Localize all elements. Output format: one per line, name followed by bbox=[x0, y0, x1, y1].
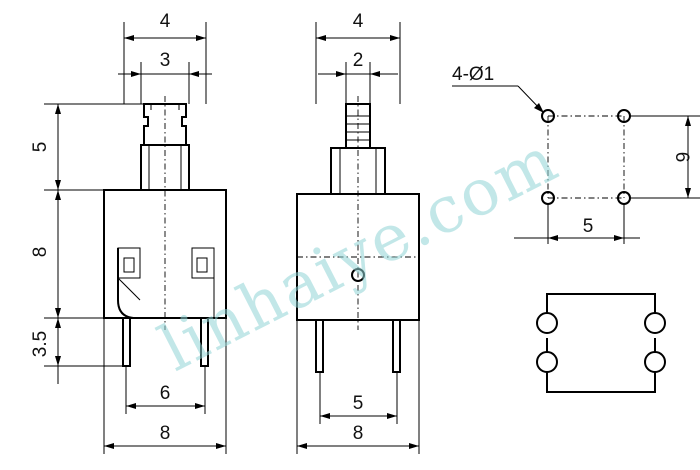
footprint-vertical-pitch-label: 6 bbox=[671, 152, 692, 163]
side-stem-width-label: 2 bbox=[353, 50, 364, 71]
side-actuator bbox=[345, 103, 371, 149]
front-stem bbox=[140, 144, 190, 191]
schematic-terminal-3 bbox=[536, 351, 558, 373]
footprint-hole-1 bbox=[541, 109, 555, 123]
front-pin-length-label: 3.5 bbox=[30, 331, 51, 357]
front-stem-height-label: 5 bbox=[30, 142, 51, 153]
front-body-height-label: 8 bbox=[30, 247, 51, 258]
front-dim-stem-width: 3 bbox=[118, 50, 212, 104]
front-dim-bottom: 6 8 bbox=[103, 318, 227, 454]
front-dim-vertical: 5 8 3.5 bbox=[30, 103, 144, 384]
schematic-terminal-1 bbox=[536, 312, 558, 334]
side-dim-bottom: 5 8 bbox=[296, 320, 420, 454]
side-dim-stem-width: 2 bbox=[318, 50, 398, 104]
side-dim-top-width: 4 bbox=[315, 11, 401, 104]
front-pin-spacing-label: 6 bbox=[160, 383, 171, 404]
side-body-width-label: 8 bbox=[353, 423, 364, 444]
front-pin-left bbox=[122, 317, 131, 367]
footprint: 4-Ø1 6 5 bbox=[452, 64, 700, 244]
front-stem-width-label: 3 bbox=[160, 50, 171, 71]
front-actuator bbox=[143, 103, 187, 145]
schematic-terminal-4 bbox=[644, 351, 666, 373]
side-pin-right bbox=[392, 319, 401, 373]
side-pin-left bbox=[315, 319, 324, 373]
hole-callout-label: 4-Ø1 bbox=[452, 64, 494, 85]
watermark: linhaiye.com bbox=[149, 123, 571, 387]
front-view bbox=[103, 96, 227, 367]
side-view bbox=[296, 96, 420, 373]
footprint-horizontal-pitch-label: 5 bbox=[583, 216, 594, 237]
front-body-width-label: 8 bbox=[160, 423, 171, 444]
side-pin-spacing-label: 5 bbox=[353, 393, 364, 414]
front-top-width-label: 4 bbox=[160, 11, 171, 32]
side-top-width-label: 4 bbox=[353, 11, 364, 32]
schematic-terminal-2 bbox=[644, 312, 666, 334]
front-dim-top-width: 4 bbox=[123, 11, 207, 104]
schematic-symbol bbox=[536, 293, 666, 393]
